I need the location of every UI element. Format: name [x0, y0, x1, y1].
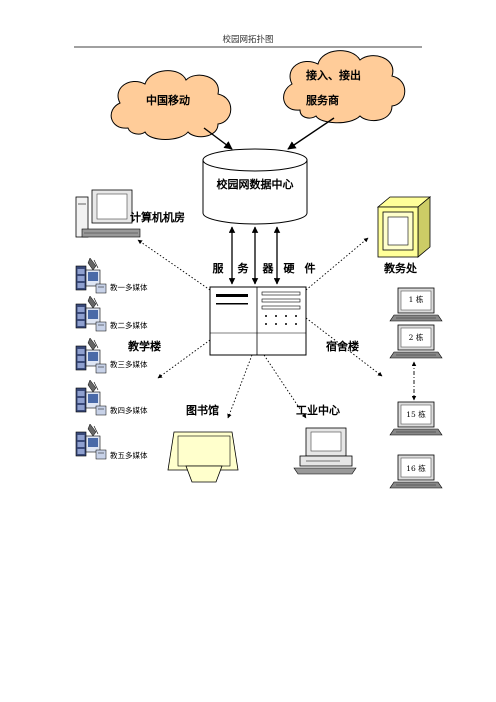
- multimedia-icon: [75, 379, 107, 416]
- classroom-2: 教二多媒体: [75, 295, 148, 332]
- link-server-library: [227, 354, 253, 419]
- laptop-icon: [389, 287, 443, 322]
- dorm-unit-1: 1 栋: [389, 287, 443, 322]
- server-char-3: 器: [262, 262, 275, 275]
- industrial-center-label: 工业中心: [296, 403, 340, 417]
- data-center-label: 校园网数据中心: [217, 177, 294, 191]
- server-char-4: 硬: [284, 262, 296, 275]
- classroom-2-label: 教二多媒体: [110, 320, 148, 330]
- link-server-industrial: [263, 354, 307, 419]
- link-server-teaching: [157, 339, 211, 379]
- server-char-1: 服: [213, 262, 225, 275]
- dormitory-label: 宿舍楼: [326, 339, 359, 353]
- server-hardware-label: 服 务 器 硬 件: [213, 261, 316, 275]
- link-server-academic-office: [305, 237, 369, 291]
- multimedia-icon: [75, 257, 107, 294]
- classroom-5-label: 教五多媒体: [110, 450, 148, 460]
- academic-office-pc-icon: [376, 196, 432, 258]
- dorm-unit-16-label: 16 栋: [406, 463, 426, 473]
- dorm-unit-2: 2 栋: [389, 324, 443, 359]
- classroom-4-label: 教四多媒体: [110, 405, 148, 415]
- arrow-isp-to-datacenter: [287, 117, 335, 150]
- cloud-china-mobile: 中国移动: [110, 70, 232, 140]
- dorm-unit-15-label: 15 栋: [406, 409, 426, 419]
- industrial-center-pc-icon: [293, 427, 357, 475]
- data-center-cylinder: 校园网数据中心: [202, 148, 308, 225]
- classroom-3-label: 教三多媒体: [110, 359, 148, 369]
- multimedia-icon: [75, 295, 107, 332]
- server-cabinet: [209, 286, 307, 356]
- dorm-unit-15: 15 栋: [389, 401, 443, 436]
- multimedia-icon: [75, 423, 107, 460]
- cloud-china-mobile-label: 中国移动: [146, 93, 190, 107]
- classroom-1: 教一多媒体: [75, 257, 148, 294]
- classroom-3: 教三多媒体: [75, 337, 148, 374]
- server-char-5: 件: [305, 261, 316, 275]
- cloud-isp-label-line2: 服务商: [306, 93, 339, 107]
- dorm-unit-1-label: 1 栋: [409, 294, 424, 304]
- dorm-unit-16: 16 栋: [389, 454, 443, 489]
- page-header: 校园网拓扑图: [222, 34, 273, 45]
- library-terminal-icon: [167, 431, 239, 483]
- computer-room-pc-icon: [75, 189, 141, 238]
- classroom-4: 教四多媒体: [75, 379, 148, 416]
- classroom-5: 教五多媒体: [75, 423, 148, 460]
- server-char-2: 务: [238, 261, 250, 275]
- multimedia-icon: [75, 337, 107, 374]
- teaching-building-label: 教学楼: [127, 339, 161, 353]
- dorm-unit-2-label: 2 栋: [409, 332, 424, 342]
- cloud-isp-label-line1: 接入、接出: [306, 68, 361, 82]
- computer-room-label: 计算机机房: [130, 210, 185, 224]
- classroom-1-label: 教一多媒体: [110, 282, 148, 292]
- link-server-computer-room: [137, 239, 211, 291]
- arrow-mobile-to-datacenter: [203, 127, 233, 150]
- library-label: 图书馆: [186, 403, 219, 417]
- academic-office-label: 教务处: [383, 261, 418, 275]
- cloud-isp: 接入、接出 服务商: [283, 50, 406, 124]
